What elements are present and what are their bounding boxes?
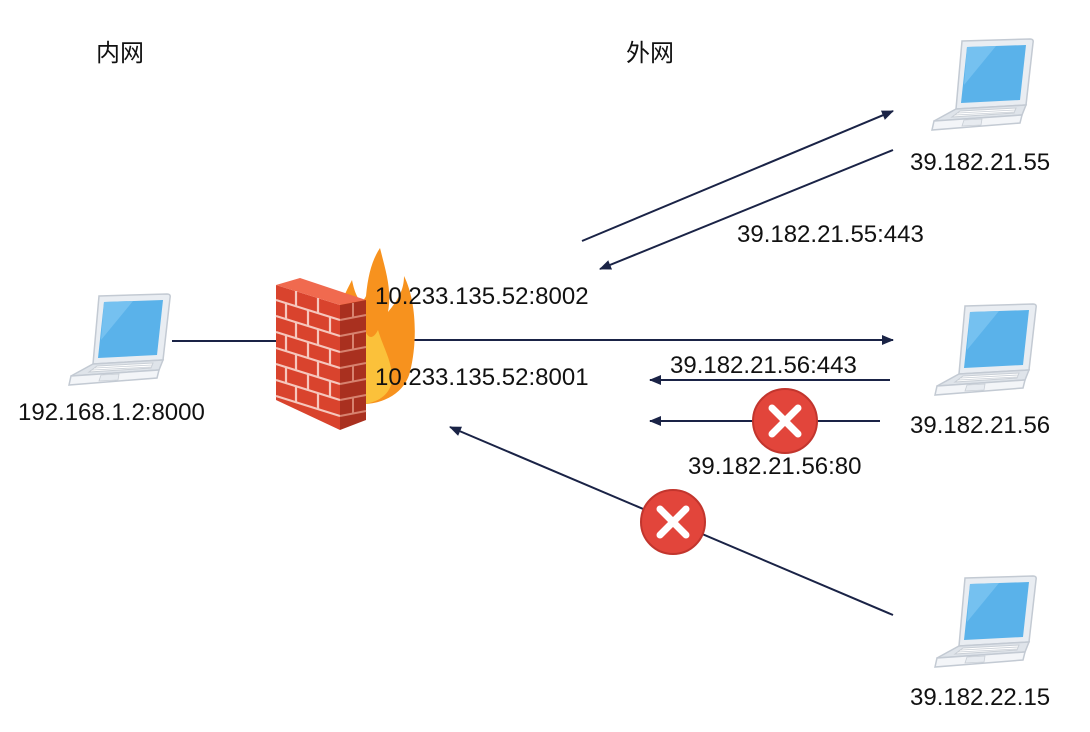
host-label-ext-a: 39.182.21.55 <box>910 149 1051 176</box>
outbound-to-ext-a-arrow <box>581 110 894 242</box>
laptop-icon-internal <box>68 293 171 386</box>
host-label-ext-c: 39.182.22.15 <box>910 684 1051 711</box>
host-label-internal: 192.168.1.2:8000 <box>18 399 205 426</box>
reply-from-ext-a-arrow <box>599 149 894 270</box>
laptop-icon-ext-c <box>934 575 1037 668</box>
laptop-icon-ext-b <box>934 303 1037 396</box>
host-label-ext-b: 39.182.21.56 <box>910 412 1051 439</box>
firewall-icon <box>275 248 415 430</box>
flow-label-reply-b: 39.182.21.56:443 <box>670 352 857 379</box>
blocked-x-icon-ext-b <box>752 388 818 454</box>
flow-label-blocked-b: 39.182.21.56:80 <box>688 453 862 480</box>
nat-port-label-b: 10.233.135.52:8001 <box>375 364 589 391</box>
flow-label-reply-a: 39.182.21.55:443 <box>737 221 924 248</box>
blocked-x-icon-ext-c <box>640 489 706 555</box>
laptop-icon-ext-a <box>931 38 1034 131</box>
zone-label-inner: 内网 <box>96 40 144 67</box>
nat-port-label-a: 10.233.135.52:8002 <box>375 283 589 310</box>
zone-label-outer: 外网 <box>626 40 674 67</box>
